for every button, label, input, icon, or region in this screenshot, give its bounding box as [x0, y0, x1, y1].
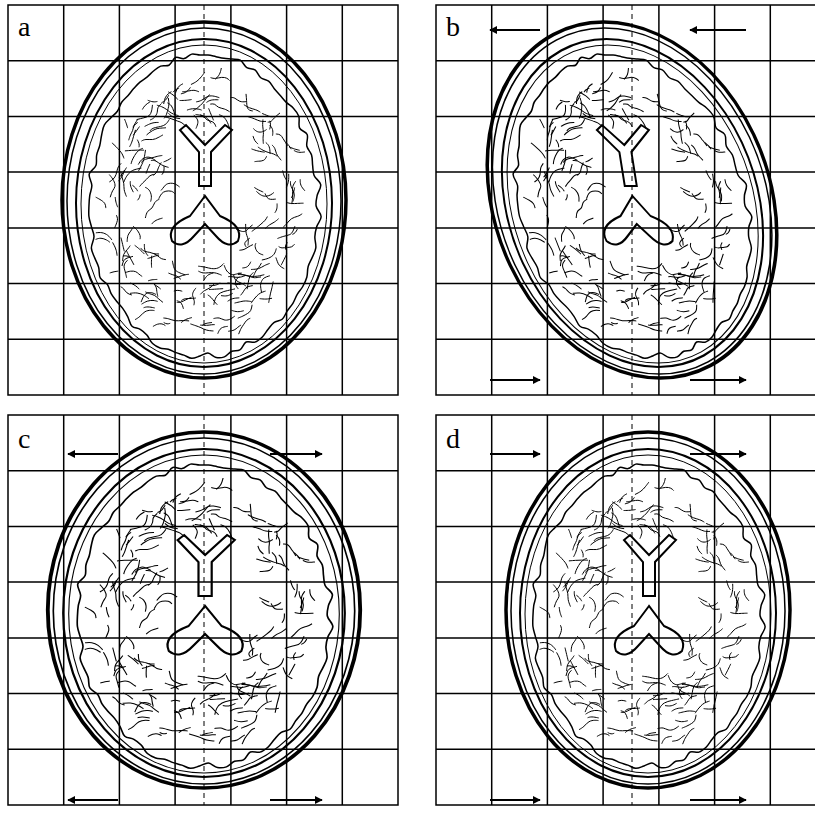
panel-letter: c: [14, 424, 34, 454]
panel-d: [436, 415, 815, 805]
panel-letter: d: [442, 424, 464, 454]
panel-a: [8, 5, 398, 395]
panel-letter: a: [14, 12, 34, 42]
panel-letter: b: [442, 12, 464, 42]
panel-c: [8, 415, 398, 805]
panel-b: [436, 5, 815, 395]
